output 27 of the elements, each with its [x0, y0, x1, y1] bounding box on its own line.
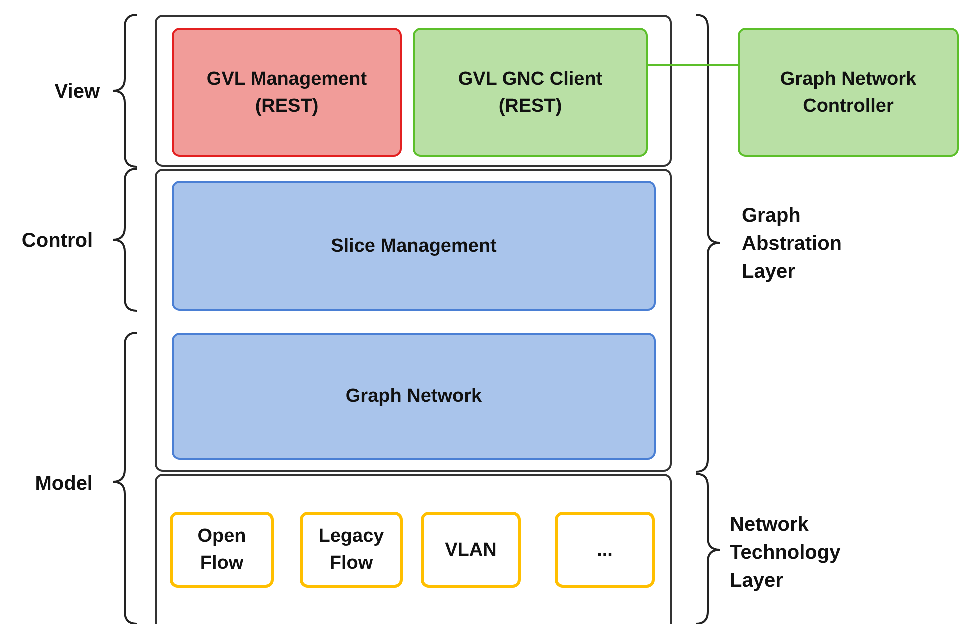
node-label: Graph Network Controller: [779, 68, 918, 118]
technology-box: [555, 512, 655, 588]
layer-panel: [155, 169, 672, 472]
technology-box: [421, 512, 521, 588]
component-box: [172, 28, 402, 157]
component-box: [172, 333, 656, 460]
connector-line: [648, 64, 738, 66]
component-box: [413, 28, 648, 157]
node-label: GVL GNC Client (REST): [457, 68, 604, 118]
component-box: [172, 181, 656, 311]
layer-label: Graph Abstration Layer: [742, 204, 843, 285]
layer-label: Control: [20, 229, 93, 254]
node-label: GVL Management (REST): [206, 68, 368, 118]
layer-label: View: [54, 80, 100, 105]
layer-label: Network Technology Layer: [730, 513, 842, 594]
layer-panel: [155, 474, 672, 624]
node-label: Graph Network: [344, 385, 484, 409]
layer-panel: [155, 15, 672, 167]
controller-box: [738, 28, 959, 157]
technology-box: [170, 512, 274, 588]
node-label: ...: [596, 538, 614, 562]
node-label: Slice Management: [330, 234, 498, 258]
node-label: VLAN: [444, 538, 498, 562]
node-label: Open Flow: [196, 525, 248, 576]
node-label: Legacy Flow: [318, 525, 386, 576]
technology-box: [300, 512, 403, 588]
layer-label: Model: [34, 472, 93, 497]
